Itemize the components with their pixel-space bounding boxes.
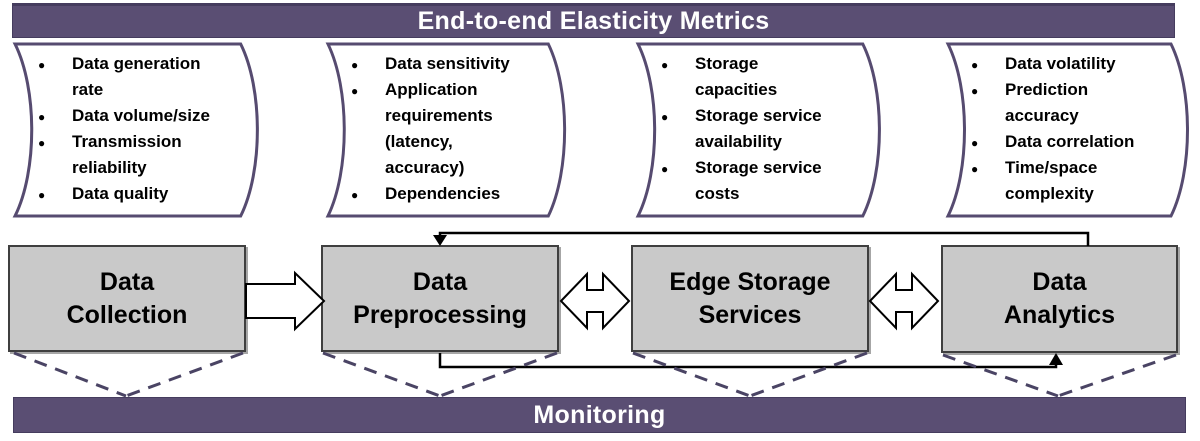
metric-item: Prediction accuracy [965,77,1188,129]
metric-item: Data volume/size [32,103,258,130]
stage-box-data-analytics: Data Analytics [941,245,1178,353]
metric-item: Storage service availability [655,103,880,155]
end-to-end-metrics-banner: End-to-end Elasticity Metrics [12,3,1175,38]
metric-list-collection: Data generation rate Data volume/size Tr… [32,51,258,208]
metric-item: Data quality [32,181,258,208]
metric-item: Storage capacities [655,51,880,103]
metric-item: Data sensitivity [345,51,565,78]
flow-arrow-double-icon [868,271,940,331]
feedback-line-bottom [438,353,1063,369]
metric-item: Transmission reliability [32,129,258,181]
metric-item: Data generation rate [32,51,258,103]
stage-box-edge-storage: Edge Storage Services [631,245,869,352]
flow-arrow-double-icon [559,271,631,331]
metric-item: Storage service costs [655,155,880,207]
metric-item: Dependencies [345,181,565,208]
metric-panel-storage: Storage capacities Storage service avail… [635,41,890,219]
stage-box-data-collection: Data Collection [8,245,246,352]
metric-item: Data volatility [965,51,1188,78]
metric-panel-collection: Data generation rate Data volume/size Tr… [12,41,268,219]
monitoring-link-lines [13,351,1177,398]
metric-item: Time/space complexity [965,155,1188,207]
metric-list-analytics: Data volatility Prediction accuracy Data… [965,51,1188,207]
bottom-banner-title: Monitoring [533,400,666,429]
stage-label: Data Collection [66,267,188,329]
metric-panel-preprocessing: Data sensitivity Application requirement… [325,41,575,219]
metric-item: Data correlation [965,129,1188,156]
metric-panel-analytics: Data volatility Prediction accuracy Data… [945,41,1198,219]
monitoring-banner: Monitoring [13,397,1186,433]
metric-item: Application requirements (latency, accur… [345,77,565,181]
stage-label: Data Analytics [1003,268,1116,329]
stage-label: Edge Storage Services [669,267,831,329]
flow-arrow-right-icon [245,270,326,332]
metric-list-storage: Storage capacities Storage service avail… [655,51,880,207]
top-banner-title: End-to-end Elasticity Metrics [417,7,770,35]
stage-box-data-preprocessing: Data Preprocessing [321,245,559,352]
metric-list-preprocessing: Data sensitivity Application requirement… [345,51,565,208]
stage-label: Data Preprocessing [353,267,527,329]
arrowhead-up-icon [1049,353,1063,365]
